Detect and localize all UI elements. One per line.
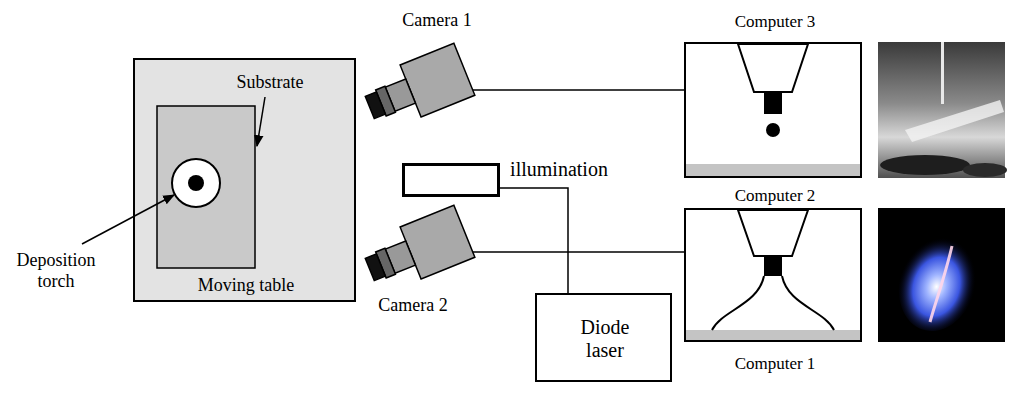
arc-glow [886, 223, 989, 342]
wire-tip [764, 256, 782, 276]
camera-symbol [359, 205, 475, 295]
torch-ring [172, 159, 220, 207]
photo-droplet [878, 42, 1005, 178]
table-fill [134, 59, 355, 301]
camera-lens [365, 254, 385, 281]
arc-plume [712, 276, 834, 330]
node-label: Camera 2 [378, 295, 447, 316]
node-label: Camera 1 [402, 10, 471, 31]
camera-unit: Camera 1 [365, 35, 473, 130]
node-label: illumination [510, 158, 608, 181]
node-label: Computer 2 [735, 186, 816, 206]
screen-substrate [686, 330, 860, 340]
wire-tip [764, 92, 782, 114]
nozzle-shape [738, 210, 808, 256]
laser-box: Diode laser [535, 293, 672, 382]
photo-highlight [905, 100, 1004, 142]
substrate-plate [157, 106, 255, 268]
camera-body [400, 43, 475, 117]
node-label: Computer 1 [735, 354, 816, 374]
computer-screen: Computer 2Computer 1 [684, 208, 862, 342]
node-label: Moving table [198, 275, 295, 296]
camera-body [400, 205, 475, 279]
node-label: Diode laser [573, 316, 638, 362]
camera-unit: Camera 2 [365, 200, 473, 290]
leader-line [257, 97, 265, 146]
photo-wire [941, 42, 944, 104]
signal-wire [473, 89, 684, 91]
droplet [766, 123, 780, 137]
screen-substrate [686, 164, 860, 176]
computer-screen: Computer 3 [684, 42, 862, 178]
signal-wire [500, 188, 568, 293]
node-label: Computer 3 [735, 12, 816, 32]
photo-shadow [880, 155, 970, 175]
callout-label: Deposition torch [9, 250, 104, 291]
moving-table-panel: Moving table [133, 58, 356, 302]
photo-arc [878, 208, 1005, 342]
leader-line [82, 195, 174, 244]
torch-dot [188, 175, 204, 191]
signal-wire [473, 251, 684, 253]
photo-shadow [963, 163, 1007, 177]
nozzle-shape [738, 44, 808, 92]
camera-lens [365, 92, 385, 119]
callout-label: Substrate [237, 72, 304, 93]
camera-symbol [359, 43, 475, 133]
arc-core [930, 246, 952, 322]
illumination-box: illumination [402, 163, 500, 197]
